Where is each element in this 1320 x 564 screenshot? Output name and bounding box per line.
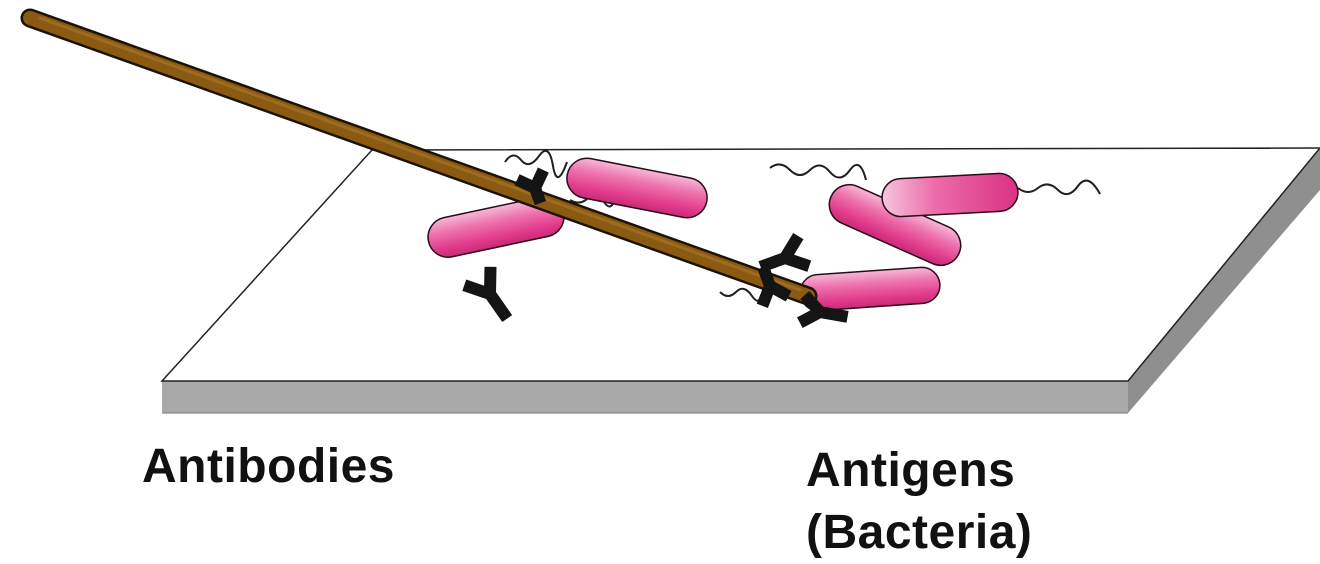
antigens-label-line2: (Bacteria) xyxy=(806,502,1032,564)
slide-front-edge xyxy=(162,381,1128,413)
antibodies-label: Antibodies xyxy=(142,438,395,496)
antigens-label-line1: Antigens xyxy=(806,440,1032,502)
rod-bacterium-icon xyxy=(881,172,1019,217)
antigens-label: Antigens (Bacteria) xyxy=(806,440,1032,564)
